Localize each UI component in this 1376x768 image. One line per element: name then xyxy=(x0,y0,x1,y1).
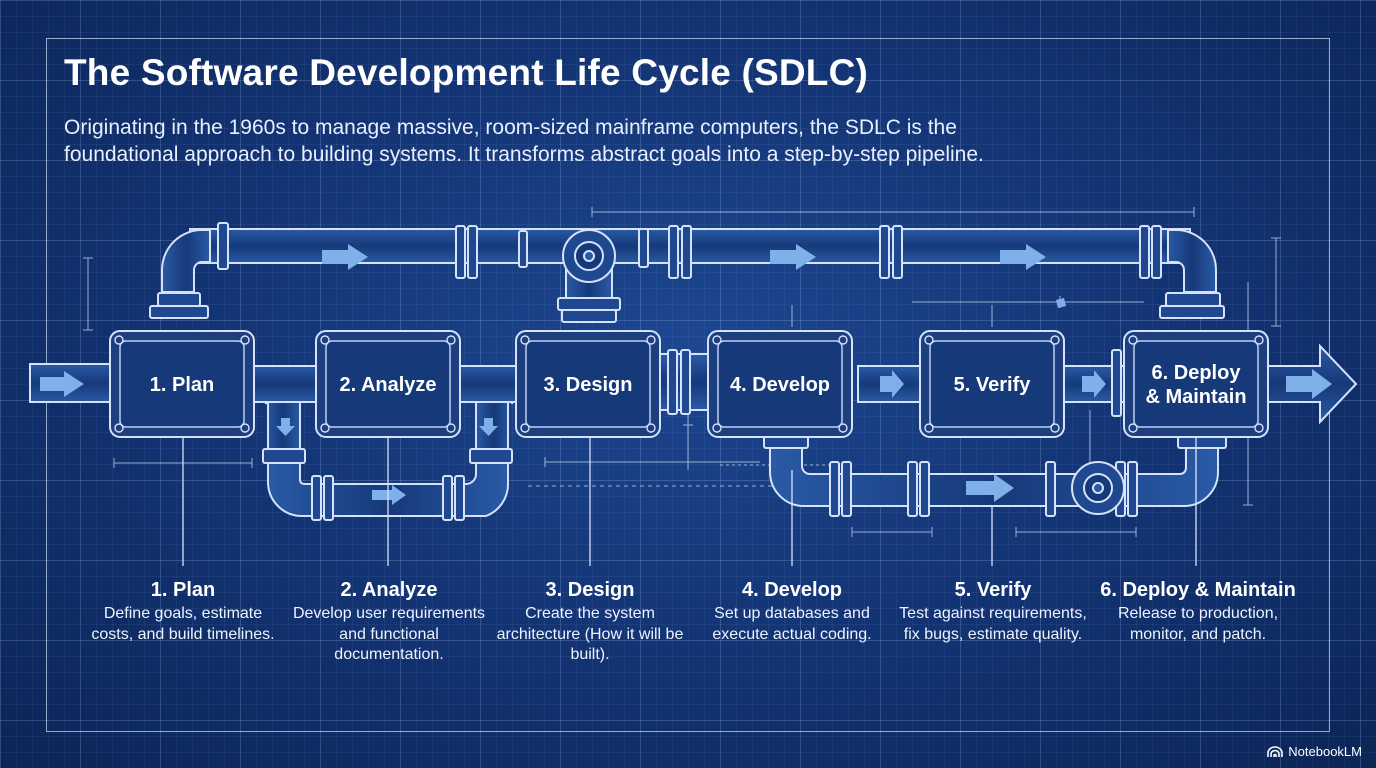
stage-description: Develop user requirements and functional… xyxy=(292,605,486,663)
flow-arrow-icon xyxy=(1056,298,1066,308)
stage-heading: 5. Verify xyxy=(954,579,1032,601)
bolt-icon xyxy=(646,335,656,345)
bolt-icon xyxy=(924,423,934,433)
label-stems xyxy=(182,438,1197,566)
bolt-icon xyxy=(838,335,848,345)
bolt-icon xyxy=(712,423,722,433)
bolt-icon xyxy=(446,423,456,433)
bolt-icon xyxy=(114,423,124,433)
brand-name: NotebookLM xyxy=(1288,744,1362,759)
stage-description: Create the system architecture (How it w… xyxy=(496,605,684,663)
stage-description: Test against requirements, fix bugs, est… xyxy=(899,605,1087,643)
stage-design: 3. Design Create the system architecture… xyxy=(490,578,690,666)
stage-box-label: & Maintain xyxy=(1145,386,1246,408)
flow-arrow-icon xyxy=(276,418,295,436)
bolt-icon xyxy=(1050,423,1060,433)
stage-box-plan: 1. Plan xyxy=(109,330,255,438)
bolt-icon xyxy=(1254,335,1264,345)
bolt-icon xyxy=(1050,335,1060,345)
stage-analyze: 2. Analyze Develop user requirements and… xyxy=(289,578,489,666)
bolt-icon xyxy=(838,423,848,433)
bolt-icon xyxy=(712,335,722,345)
stage-box-analyze: 2. Analyze xyxy=(315,330,461,438)
stage-description: Set up databases and execute actual codi… xyxy=(712,605,872,643)
flow-arrow-icon xyxy=(966,474,1014,502)
bolt-icon xyxy=(1254,423,1264,433)
lower-right-pipe xyxy=(763,435,1227,517)
stage-heading: 1. Plan xyxy=(150,579,216,601)
stage-box-label: 3. Design xyxy=(544,374,633,396)
stage-box-label: 2. Analyze xyxy=(339,374,436,396)
stage-heading: 2. Analyze xyxy=(340,579,438,601)
stage-develop: 4. Develop Set up databases and execute … xyxy=(692,578,892,645)
flow-arrow-icon xyxy=(1286,369,1332,399)
stage-box-label: 5. Verify xyxy=(954,374,1032,396)
bolt-icon xyxy=(924,335,934,345)
stage-description: Define goals, estimate costs, and build … xyxy=(91,605,275,643)
stage-deploy-maintain: 6. Deploy & Maintain Release to producti… xyxy=(1098,578,1298,645)
flow-arrow-icon xyxy=(322,244,368,270)
stage-box-label: 4. Develop xyxy=(730,374,830,396)
bolt-icon xyxy=(520,335,530,345)
stage-boxes: 1. Plan 2. Analyze 3. Design 4. Develop 5. V… xyxy=(109,330,1269,438)
stage-box-verify: 5. Verify xyxy=(919,330,1065,438)
brand-watermark: NotebookLM xyxy=(1267,744,1362,759)
bolt-icon xyxy=(1128,423,1138,433)
flow-arrow-icon xyxy=(40,371,84,397)
flow-arrows xyxy=(40,244,1332,505)
bolt-icon xyxy=(446,335,456,345)
flow-arrow-icon xyxy=(372,485,406,505)
stage-box-develop: 4. Develop xyxy=(707,330,853,438)
stage-verify: 5. Verify Test against requirements, fix… xyxy=(893,578,1093,645)
flow-arrow-icon xyxy=(880,370,904,398)
bolt-icon xyxy=(646,423,656,433)
intro-text: Originating in the 1960s to manage massi… xyxy=(64,116,984,166)
stage-plan: 1. Plan Define goals, estimate costs, an… xyxy=(83,578,283,645)
flow-arrow-icon xyxy=(770,244,816,270)
flow-arrow-icon xyxy=(479,418,498,436)
stage-heading: 6. Deploy & Maintain xyxy=(1100,579,1296,601)
stage-heading: 3. Design xyxy=(545,579,635,601)
stage-box-label: 1. Plan xyxy=(150,374,214,396)
bolt-icon xyxy=(1128,335,1138,345)
stage-description: Release to production, monitor, and patc… xyxy=(1117,605,1279,643)
flow-arrow-icon xyxy=(1082,370,1106,398)
bolt-icon xyxy=(520,423,530,433)
flow-arrow-icon xyxy=(1000,244,1046,270)
bolt-icon xyxy=(240,423,250,433)
notebooklm-logo-icon xyxy=(1267,745,1284,757)
top-pipe xyxy=(149,222,1225,323)
stage-heading: 4. Develop xyxy=(741,579,843,601)
stage-box-label: 6. Deploy xyxy=(1152,362,1242,384)
stage-box-deploy-maintain: 6. Deploy& Maintain xyxy=(1123,330,1269,438)
bolt-icon xyxy=(114,335,124,345)
page-title: The Software Development Life Cycle (SDL… xyxy=(64,52,869,93)
bolt-icon xyxy=(240,335,250,345)
bolt-icon xyxy=(320,423,330,433)
stage-box-design: 3. Design xyxy=(515,330,661,438)
bolt-icon xyxy=(320,335,330,345)
